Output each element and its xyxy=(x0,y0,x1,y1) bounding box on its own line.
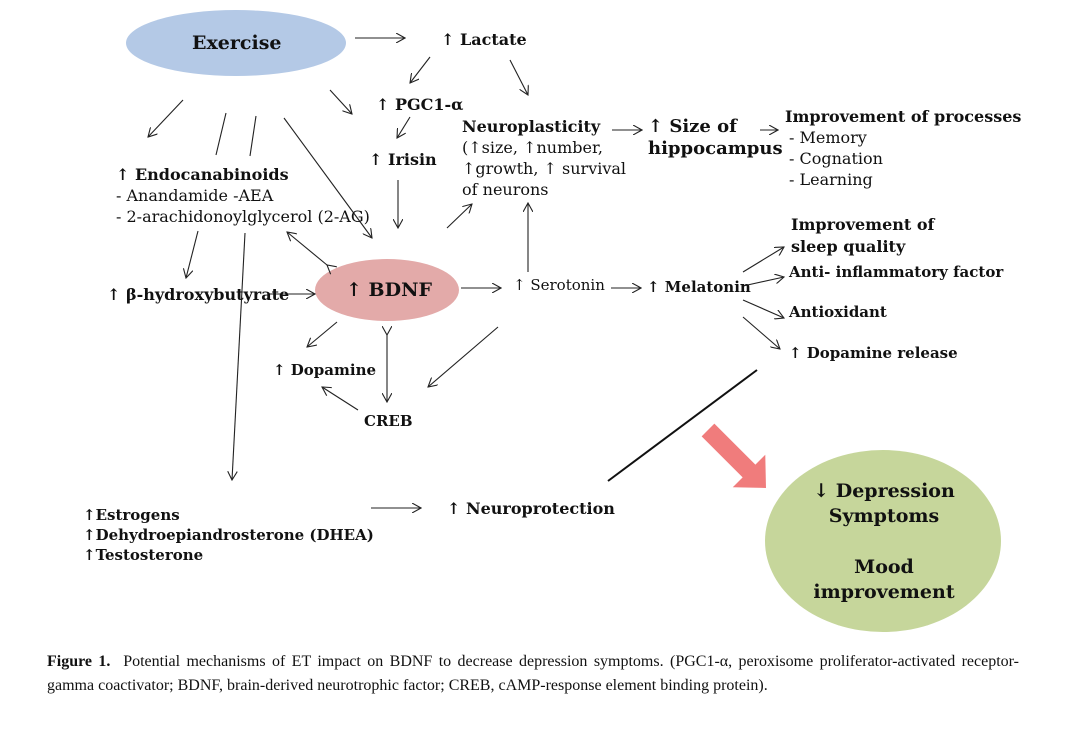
hydroxybutyrate-label: ↑ β-hydroxybutyrate xyxy=(107,285,290,304)
arrow-serotonin-creb xyxy=(428,326,499,387)
bdnf-node xyxy=(315,259,459,321)
serotonin-label: ↑ Serotonin xyxy=(513,276,605,294)
arrow-lactate-neuroplasticity xyxy=(509,59,528,95)
sleep-line2: sleep quality xyxy=(791,237,906,256)
endocannabinoids-line2: - 2-arachidonoylglycerol (2-AG) xyxy=(116,207,370,226)
arrow-melatonin-dopamine-release xyxy=(742,316,780,349)
arrow-melatonin-sleep xyxy=(742,247,784,273)
arrow-exercise-bdnf xyxy=(283,117,372,238)
hormone-dhea: ↑Dehydroepiandrosterone (DHEA) xyxy=(83,526,374,544)
big-red-arrow xyxy=(701,423,766,488)
processes-title: Improvement of processes xyxy=(785,107,1022,126)
line-neuroprotection-to-effects xyxy=(607,369,758,482)
outcome-line3: Mood xyxy=(854,556,914,578)
line-exercise-endocannabinoids-1 xyxy=(215,112,227,156)
arrow-creb-dopamine xyxy=(322,387,359,411)
sleep-line1: Improvement of xyxy=(791,215,935,234)
dopamine-label: ↑ Dopamine xyxy=(273,361,377,379)
arrow-bdnf-neuroplasticity xyxy=(446,204,472,229)
neuroplasticity-line2: ↑growth, ↑ survival xyxy=(462,159,627,178)
antioxidant-label: Antioxidant xyxy=(789,303,887,321)
arrow-melatonin-antioxidant xyxy=(742,299,784,318)
neuroprotection-label: ↑ Neuroprotection xyxy=(447,499,615,518)
endocannabinoids-title: ↑ Endocanabinoids xyxy=(116,165,289,184)
arrow-endocannabinoids-hydroxybutyrate xyxy=(186,230,199,278)
outcome-node xyxy=(765,450,1001,632)
figure-caption: Figure 1. Potential mechanisms of ET imp… xyxy=(47,650,1019,698)
process-item-learning: - Learning xyxy=(789,170,873,189)
hippocampus-line1: ↑ Size of xyxy=(648,116,737,137)
caption-label: Figure 1. xyxy=(47,653,111,670)
creb-label: CREB xyxy=(364,412,413,430)
hippocampus-line2: hippocampus xyxy=(648,138,783,159)
exercise-label: Exercise xyxy=(192,32,282,54)
neuroplasticity-line1: (↑size, ↑number, xyxy=(462,138,603,157)
outcome-line2: Symptoms xyxy=(828,505,940,527)
arrow-lactate-pgc1a xyxy=(410,56,431,83)
caption-text: Potential mechanisms of ET impact on BDN… xyxy=(47,653,1019,694)
arrow-pgc1a-irisin xyxy=(397,116,411,138)
hormone-testosterone: ↑Testosterone xyxy=(83,546,204,564)
endocannabinoids-line1: - Anandamide -AEA xyxy=(116,186,274,205)
arrow-to-hormones xyxy=(232,232,246,480)
irisin-label: ↑ Irisin xyxy=(369,150,437,169)
outcome-line1: ↓ Depression xyxy=(813,480,955,502)
outcome-line4: improvement xyxy=(813,581,955,603)
pgc1a-label: ↑ PGC1-α xyxy=(376,95,464,114)
hormone-estrogens: ↑Estrogens xyxy=(83,506,180,524)
bdnf-label: ↑ BDNF xyxy=(346,279,432,301)
process-item-memory: - Memory xyxy=(789,128,867,147)
arrow-exercise-irisin xyxy=(329,89,352,114)
dopamine-release-label: ↑ Dopamine release xyxy=(789,344,958,362)
process-item-cognation: - Cognation xyxy=(789,149,883,168)
arrow-bdnf-dopamine xyxy=(307,321,338,347)
melatonin-label: ↑ Melatonin xyxy=(647,278,751,296)
arrow-melatonin-antiinflammatory xyxy=(742,277,784,287)
neuroplasticity-title: Neuroplasticity xyxy=(462,117,601,136)
line-exercise-endocannabinoids-2 xyxy=(249,115,257,157)
neuroplasticity-line3: of neurons xyxy=(462,180,549,199)
lactate-label: ↑ Lactate xyxy=(441,30,527,49)
arrow-bdnf-endocannabinoids xyxy=(287,232,327,265)
exercise-node xyxy=(126,10,346,76)
arrow-exercise-endocannabinoids xyxy=(148,99,184,137)
antiinflammatory-label: Anti- inflammatory factor xyxy=(789,263,1004,281)
